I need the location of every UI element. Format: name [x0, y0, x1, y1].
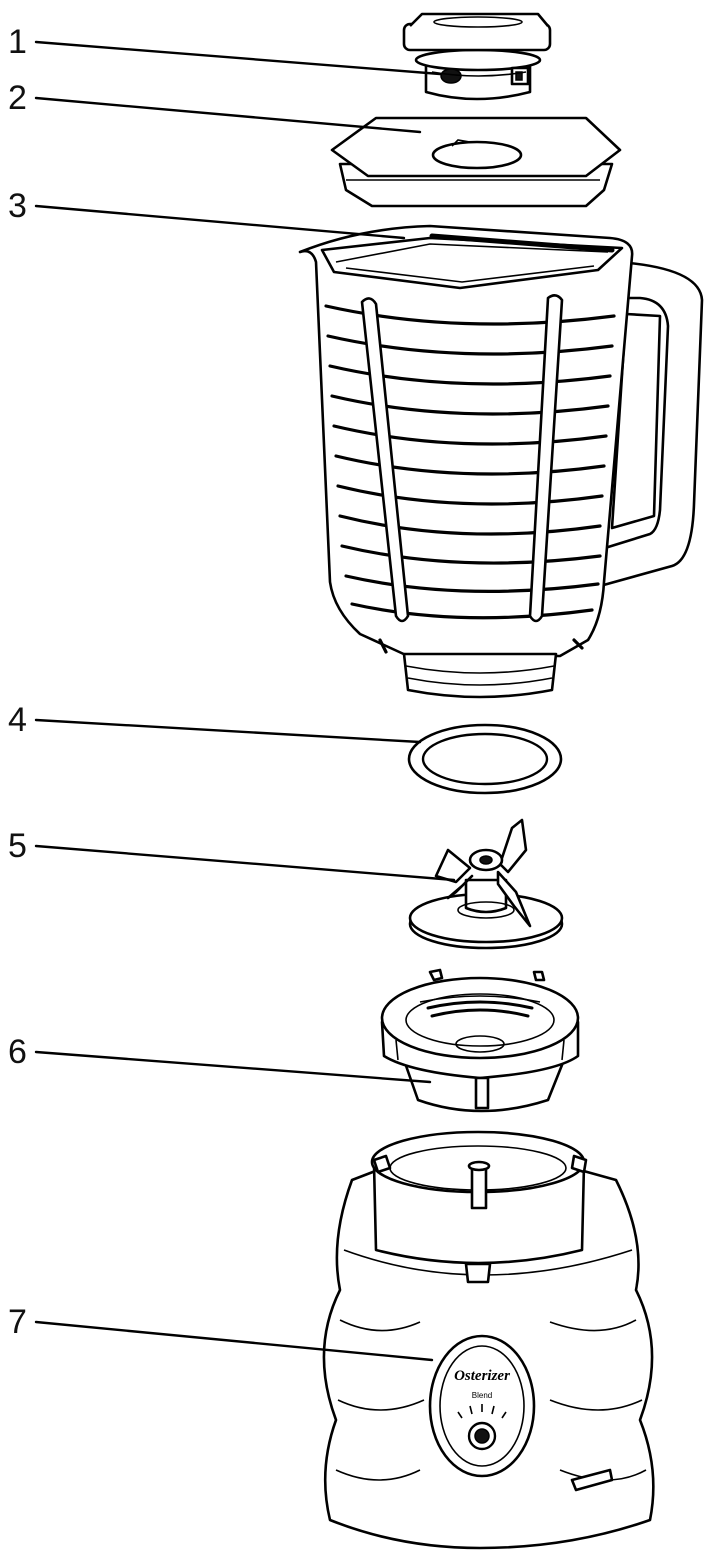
part-3-jar — [298, 224, 704, 699]
callout-1: 1 — [8, 23, 27, 61]
brand-logo-text: Osterizer — [454, 1368, 510, 1384]
dial-label: Blend — [472, 1391, 492, 1400]
part-4-sealing-ring — [407, 723, 563, 795]
leader-lines — [34, 40, 456, 1362]
callout-2: 2 — [8, 79, 27, 117]
callout-5: 5 — [8, 827, 27, 865]
part-6-bottom-cap — [380, 968, 580, 1113]
part-2-lid — [330, 116, 622, 208]
callout-6: 6 — [8, 1033, 27, 1071]
part-1-filler-cap — [402, 12, 552, 101]
part-7-motor-base: Osterizer Blend — [322, 1130, 655, 1550]
callout-4: 4 — [8, 701, 27, 739]
callout-3: 3 — [8, 187, 27, 225]
part-5-blade-assembly — [408, 818, 564, 950]
callout-7: 7 — [8, 1303, 27, 1341]
